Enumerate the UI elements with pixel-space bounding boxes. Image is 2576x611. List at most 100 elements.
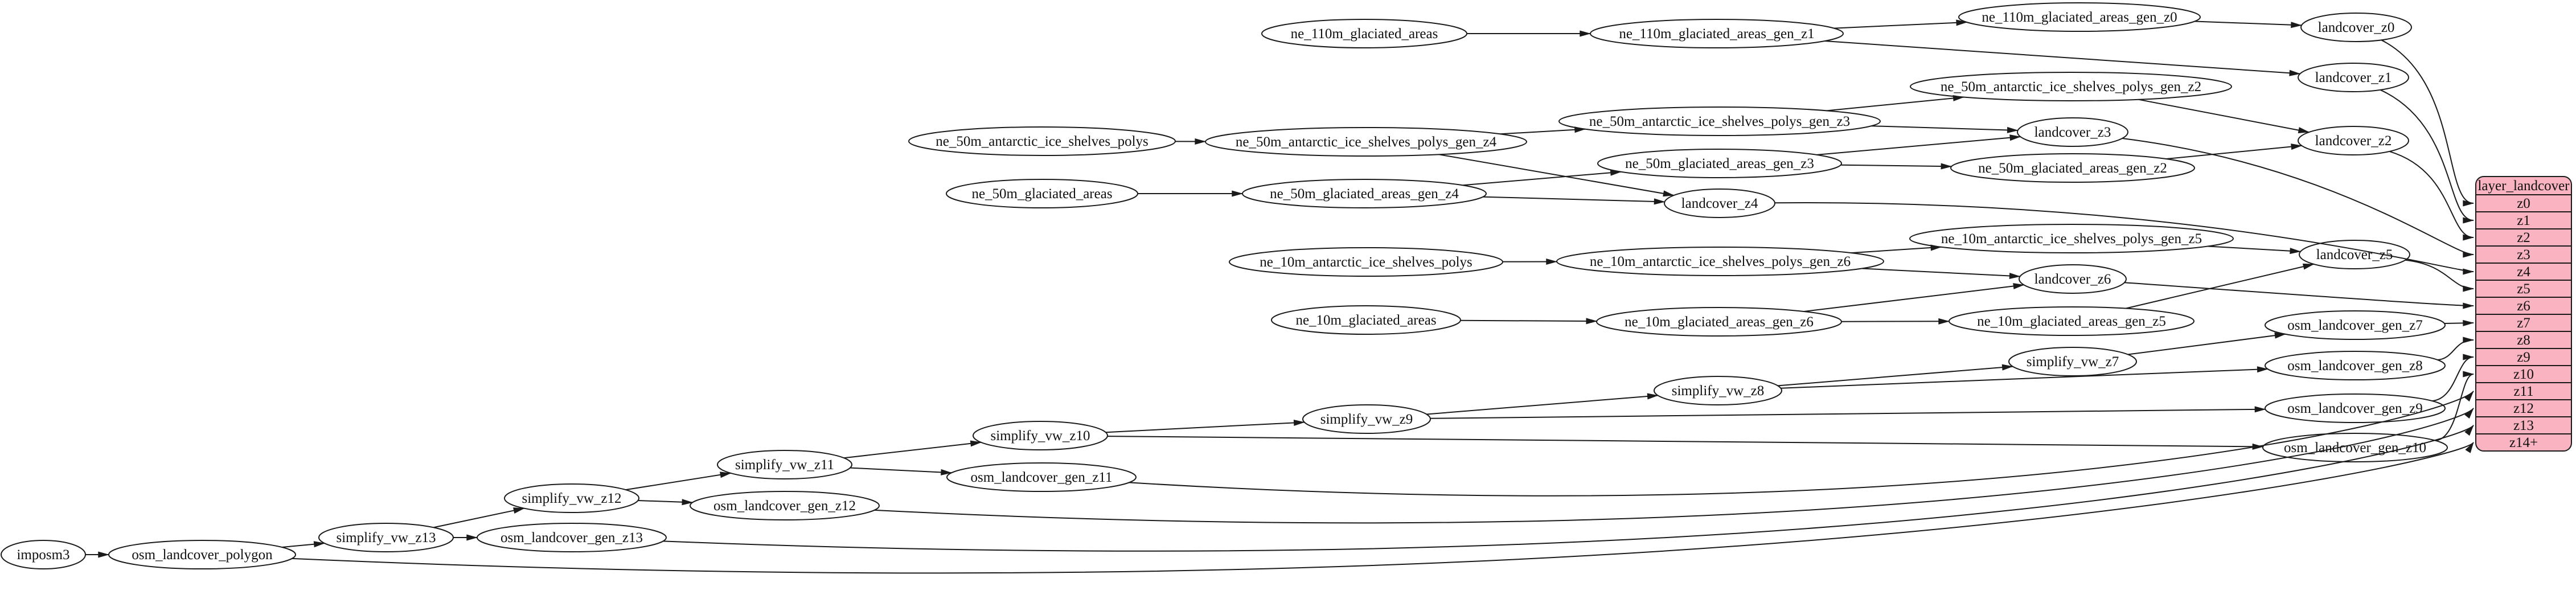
node-label: osm_landcover_gen_z9: [2287, 401, 2422, 416]
node-ne_50m_antarctic_ice_shelves_polys_gen_z2: ne_50m_antarctic_ice_shelves_polys_gen_z…: [1910, 72, 2232, 101]
edge-simplify_vw_z12-simplify_vw_z11: [625, 471, 732, 491]
edge-landcover_z2-row-z2: [2389, 150, 2475, 241]
node-landcover_z1: landcover_z1: [2298, 63, 2409, 92]
edge-ne_10m_glaciated_areas_gen_z6-landcover_z6: [1803, 283, 2025, 312]
edge-ne_50m_glaciated_areas_gen_z4-landcover_z4: [1483, 196, 1666, 205]
node-osm_landcover_gen_z8: osm_landcover_gen_z8: [2265, 351, 2446, 380]
edge-osm_landcover_gen_z10-row-z10: [2435, 371, 2475, 441]
node-ellipse: [1597, 149, 1842, 178]
node-landcover_z3: landcover_z3: [2017, 117, 2128, 147]
node-label: osm_landcover_gen_z12: [713, 498, 856, 514]
edge-ne_50m_glaciated_areas_gen_z2-landcover_z2: [2166, 143, 2303, 159]
node-ellipse: [2265, 310, 2446, 340]
node-osm_landcover_gen_z13: osm_landcover_gen_z13: [477, 523, 667, 552]
node-ellipse: [946, 462, 1137, 492]
node-ne_10m_glaciated_areas: ne_10m_glaciated_areas: [1271, 305, 1461, 335]
node-osm_landcover_gen_z7: osm_landcover_gen_z7: [2265, 310, 2446, 340]
edge-osm_landcover_gen_z11-row-z11: [1129, 391, 2474, 497]
node-ne_10m_glaciated_areas_gen_z5: ne_10m_glaciated_areas_gen_z5: [1949, 306, 2194, 336]
node-label: ne_50m_glaciated_areas_gen_z2: [1978, 161, 2167, 176]
edge-simplify_vw_z13-simplify_vw_z12: [433, 507, 525, 528]
table-row-z0: z0: [2517, 196, 2530, 211]
node-label: osm_landcover_gen_z11: [971, 470, 1113, 485]
node-ne_50m_glaciated_areas_gen_z4: ne_50m_glaciated_areas_gen_z4: [1242, 179, 1487, 208]
edge-landcover_z6-row-z6: [2124, 282, 2475, 309]
node-label: ne_110m_glaciated_areas_gen_z1: [1619, 26, 1814, 42]
node-label: ne_10m_glaciated_areas: [1295, 313, 1436, 328]
table-row-z4: z4: [2517, 264, 2530, 280]
node-label: ne_50m_antarctic_ice_shelves_polys_gen_z…: [1589, 114, 1850, 129]
node-ellipse: [1909, 224, 2234, 253]
node-landcover_z4: landcover_z4: [1664, 188, 1775, 218]
node-label: ne_10m_antarctic_ice_shelves_polys_gen_z…: [1590, 254, 1851, 269]
node-ne_110m_glaciated_areas_gen_z1: ne_110m_glaciated_areas_gen_z1: [1590, 19, 1844, 48]
edge-simplify_vw_z10-osm_landcover_gen_z10: [1107, 436, 2264, 450]
node-label: simplify_vw_z13: [337, 530, 436, 546]
edge-landcover_z1-row-z1: [2380, 89, 2475, 224]
edge-simplify_vw_z9-osm_landcover_gen_z9: [1430, 406, 2266, 419]
node-ellipse: [1302, 404, 1431, 434]
node-ellipse: [908, 126, 1176, 156]
node-ne_10m_antarctic_ice_shelves_polys_gen_z5: ne_10m_antarctic_ice_shelves_polys_gen_z…: [1909, 224, 2234, 253]
edge-ne_50m_antarctic_ice_shelves_polys_gen_z4-ne_50m_antarctic_ice_shelves_polys_gen_z3: [1500, 126, 1586, 135]
node-osm_landcover_gen_z10: osm_landcover_gen_z10: [2262, 433, 2448, 462]
node-landcover_z6: landcover_z6: [2019, 264, 2127, 294]
table-row-z7: z7: [2517, 315, 2530, 331]
node-ellipse: [973, 421, 1108, 450]
node-ne_10m_glaciated_areas_gen_z6: ne_10m_glaciated_areas_gen_z6: [1596, 307, 1842, 337]
node-label: simplify_vw_z10: [991, 428, 1090, 444]
node-label: landcover_z2: [2315, 133, 2392, 149]
node-label: ne_10m_glaciated_areas_gen_z6: [1625, 314, 1814, 330]
edge-ne_10m_antarctic_ice_shelves_polys_gen_z6-landcover_z6: [1861, 268, 2021, 279]
node-ellipse: [1910, 72, 2232, 101]
node-label: ne_50m_antarctic_ice_shelves_polys: [936, 134, 1148, 149]
edge-ne_50m_antarctic_ice_shelves_polys_gen_z4-landcover_z4: [1438, 154, 1675, 197]
node-ellipse: [690, 491, 880, 520]
node-label: landcover_z3: [2034, 125, 2111, 140]
node-ne_110m_glaciated_areas: ne_110m_glaciated_areas: [1261, 19, 1467, 48]
node-landcover_z5: landcover_z5: [2299, 240, 2410, 269]
edge-osm_landcover_gen_z12-row-z12: [874, 408, 2474, 524]
table-row-z8: z8: [2517, 333, 2530, 348]
edge-ne_110m_glaciated_areas_gen_z0-landcover_z0: [2194, 20, 2303, 28]
node-label: landcover_z1: [2315, 70, 2392, 85]
edge-ne_50m_antarctic_ice_shelves_polys_gen_z3-landcover_z3: [1871, 125, 2019, 133]
edge-osm_landcover_polygon-row-z14+: [292, 442, 2474, 574]
table-row-z14+: z14+: [2509, 435, 2538, 450]
node-ellipse: [2298, 126, 2409, 155]
node-ne_110m_glaciated_areas_gen_z0: ne_110m_glaciated_areas_gen_z0: [1958, 2, 2201, 32]
edge-simplify_vw_z7-osm_landcover_gen_z7: [2127, 332, 2286, 355]
node-ellipse: [717, 450, 852, 479]
edge-osm_landcover_gen_z8-row-z8: [2437, 337, 2475, 360]
edge-simplify_vw_z12-osm_landcover_gen_z12: [638, 499, 694, 506]
node-ne_50m_glaciated_areas_gen_z2: ne_50m_glaciated_areas_gen_z2: [1950, 153, 2195, 183]
edge-simplify_vw_z8-osm_landcover_gen_z8: [1781, 366, 2269, 389]
edge-osm_landcover_polygon-simplify_vw_z13: [282, 541, 325, 548]
table-header: layer_landcover: [2477, 178, 2570, 194]
node-label: simplify_vw_z8: [1672, 383, 1765, 399]
node-ellipse: [2019, 264, 2127, 294]
edge-landcover_z0-row-z0: [2381, 39, 2475, 207]
edge-osm_landcover_gen_z9-row-z9: [2432, 354, 2475, 402]
table-row-z5: z5: [2517, 281, 2530, 297]
edge-simplify_vw_z11-simplify_vw_z10: [843, 440, 982, 459]
edge-ne_50m_antarctic_ice_shelves_polys_gen_z2-landcover_z2: [2138, 99, 2310, 133]
node-simplify_vw_z13: simplify_vw_z13: [318, 523, 454, 552]
edge-ne_110m_glaciated_areas_gen_z1-landcover_z1: [1824, 40, 2301, 76]
edge-ne_10m_glaciated_areas_gen_z5-landcover_z5: [2125, 263, 2315, 309]
edge-landcover_z4-row-z4: [1774, 202, 2475, 275]
node-osm_landcover_gen_z9: osm_landcover_gen_z9: [2265, 393, 2446, 423]
node-label: simplify_vw_z9: [1320, 412, 1413, 427]
node-ellipse: [2265, 351, 2446, 380]
node-ellipse: [1229, 247, 1503, 277]
table-row-z9: z9: [2517, 350, 2530, 365]
edge-ne_50m_glaciated_areas_gen_z3-ne_50m_glaciated_areas_gen_z2: [1840, 163, 1952, 170]
node-ellipse: [2008, 347, 2137, 376]
edge-landcover_z3-row-z3: [2122, 138, 2475, 258]
layer-landcover-table: layer_landcoverz0z1z2z3z4z5z6z7z8z9z10z1…: [2475, 176, 2572, 452]
edge-ne_50m_glaciated_areas_gen_z3-landcover_z3: [1816, 134, 2021, 155]
node-label: ne_50m_antarctic_ice_shelves_polys_gen_z…: [1941, 79, 2201, 95]
node-label: landcover_z6: [2034, 272, 2111, 287]
